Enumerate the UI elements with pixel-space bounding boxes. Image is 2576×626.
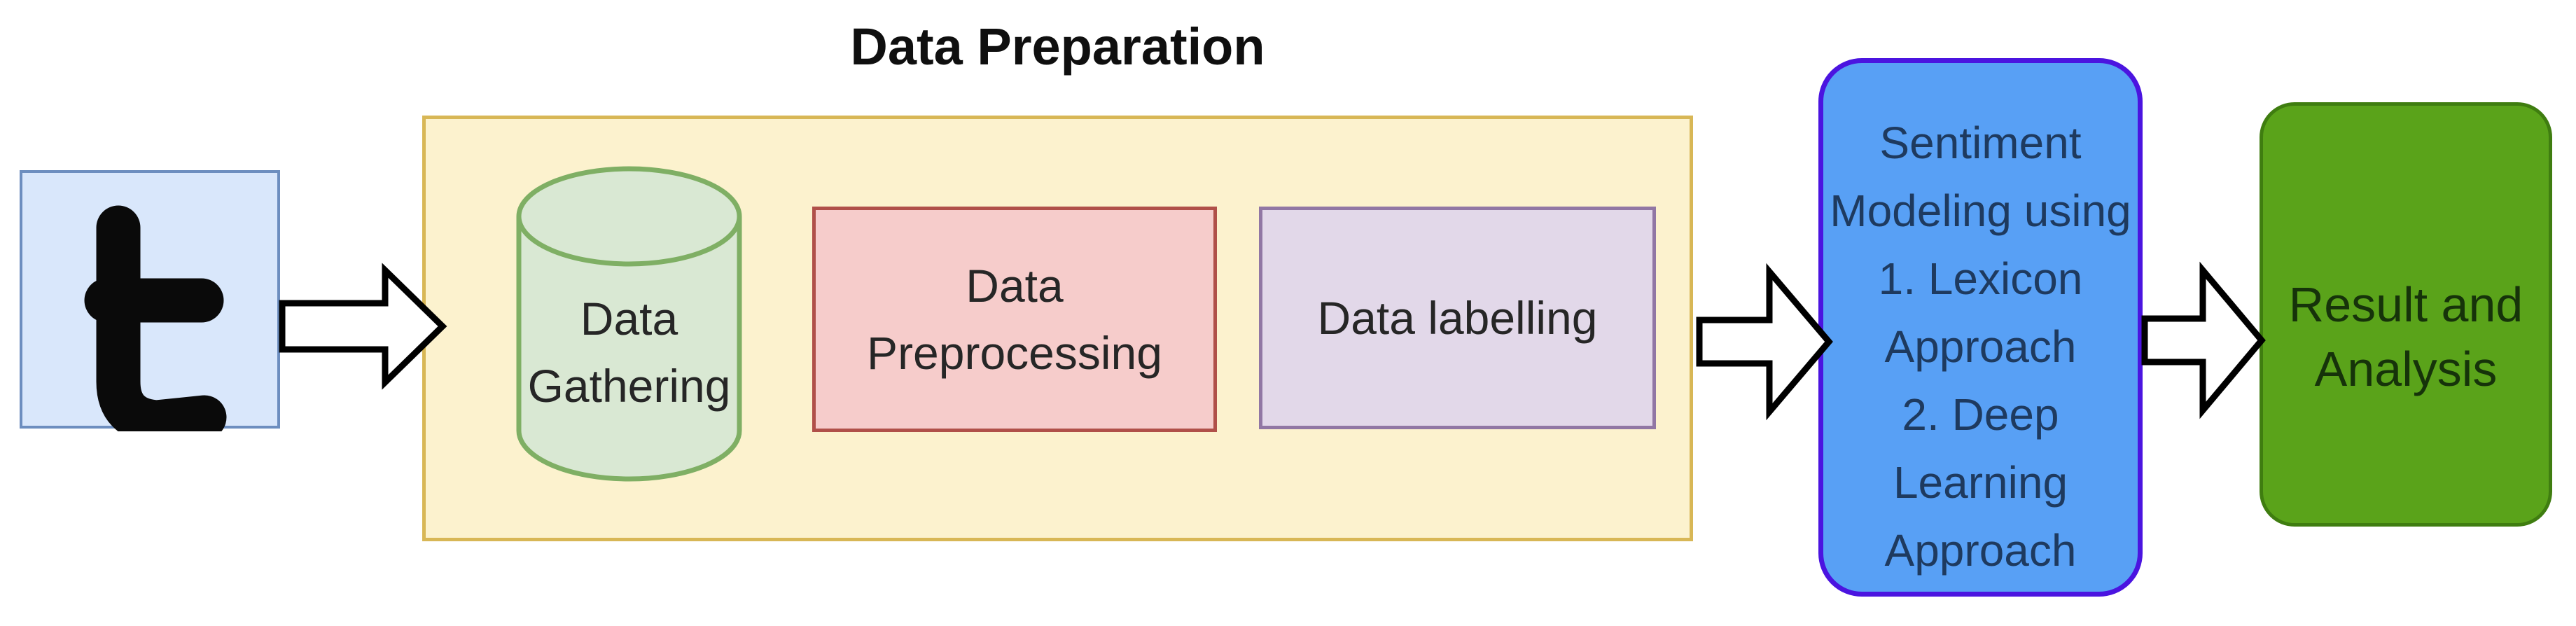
sentiment-line-3: 1. Lexicon (1878, 253, 2083, 304)
arrow-preparation-to-sentiment-icon (1696, 263, 1833, 421)
twitter-node (20, 170, 280, 431)
result-line2: Analysis (2314, 342, 2498, 396)
data-gathering-line1: Data (580, 293, 678, 345)
sentiment-line-6: Learning (1893, 457, 2068, 508)
data-preprocessing-line1: Data (966, 260, 1064, 312)
arrow-sentiment-to-result-icon (2141, 261, 2266, 419)
twitter-t-icon (84, 205, 227, 431)
sentiment-line-1: Sentiment (1879, 117, 2082, 168)
database-cylinder-icon (516, 166, 742, 482)
data-preparation-title: Data Preparation (850, 18, 1265, 76)
sentiment-modeling-node: Sentiment Modeling using 1. Lexicon Appr… (1818, 58, 2143, 597)
sentiment-line-2: Modeling using (1830, 185, 2131, 236)
data-gathering-line2: Gathering (527, 360, 731, 412)
arrow-twitter-to-preparation-icon (279, 263, 447, 390)
data-labelling-label: Data labelling (1317, 292, 1598, 344)
data-gathering-node: Data Gathering (516, 166, 742, 483)
sentiment-line-4: Approach (1884, 321, 2077, 372)
result-analysis-node: Result and Analysis (2260, 102, 2552, 527)
data-labelling-node: Data labelling (1259, 207, 1656, 429)
data-gathering-label: Data Gathering (516, 285, 742, 419)
data-preprocessing-node: Data Preprocessing (812, 207, 1217, 432)
sentiment-line-7: Approach (1884, 524, 2077, 576)
result-line1: Result and (2288, 277, 2523, 332)
data-preprocessing-line2: Preprocessing (867, 327, 1162, 379)
sentiment-line-5: 2. Deep (1902, 389, 2059, 440)
